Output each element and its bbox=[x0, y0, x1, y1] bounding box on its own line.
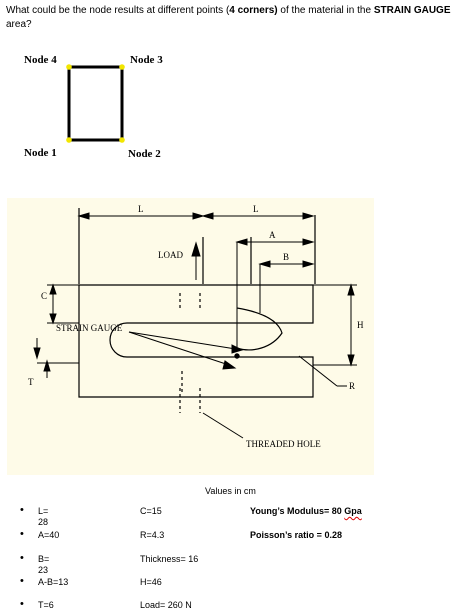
value-B: B= 23 bbox=[20, 553, 50, 576]
node-rectangle bbox=[67, 65, 124, 142]
question-bold-corners: 4 corners) bbox=[229, 5, 278, 16]
label-R: R bbox=[349, 381, 355, 391]
node-diagram: Node 4 Node 3 Node 1 Node 2 bbox=[24, 54, 163, 160]
load-arrow-head bbox=[191, 241, 201, 257]
label-load: LOAD bbox=[158, 250, 183, 260]
value-poisson-ratio: Poisson’s ratio = 0.28 bbox=[250, 530, 342, 540]
node-3-label: Node 3 bbox=[130, 54, 163, 66]
question-middle: of the material in the bbox=[277, 5, 374, 16]
label-A: A bbox=[269, 230, 276, 240]
specimen-figure-panel: L L A B LOAD C H T R STRAIN GAUGE THREAD… bbox=[7, 198, 374, 475]
label-B: B bbox=[283, 252, 289, 262]
label-C: C bbox=[41, 291, 47, 301]
label-strain-gauge: STRAIN GAUGE bbox=[56, 323, 123, 333]
gauge-point bbox=[234, 353, 240, 359]
dim-arrow bbox=[258, 260, 271, 268]
dim-arrow bbox=[49, 283, 57, 295]
youngs-modulus-unit: Gpa bbox=[344, 506, 362, 516]
dim-arrow bbox=[49, 313, 57, 325]
dim-arrow bbox=[302, 212, 315, 220]
dim-arrow bbox=[33, 347, 41, 360]
dim-arrow bbox=[302, 238, 315, 246]
node-2-label: Node 2 bbox=[128, 148, 161, 160]
node-3-marker bbox=[119, 64, 125, 70]
hole-centerlines bbox=[179, 293, 201, 413]
node-1-label: Node 1 bbox=[24, 147, 57, 159]
dim-arrow bbox=[43, 359, 51, 372]
question-suffix: area? bbox=[6, 19, 32, 30]
youngs-modulus-text: Young’s Modulus= 80 bbox=[250, 506, 345, 516]
label-threaded-hole: THREADED HOLE bbox=[246, 439, 321, 449]
value-L: L= 28 bbox=[20, 505, 49, 528]
dim-arrow bbox=[347, 283, 355, 296]
dim-arrow bbox=[235, 238, 248, 246]
question-bold-strain-gauge: STRAIN GAUGE bbox=[373, 5, 451, 16]
node-4-label: Node 4 bbox=[24, 54, 57, 66]
dim-arrow bbox=[222, 360, 237, 370]
label-L-left: L bbox=[138, 204, 144, 214]
value-A-minus-B: A-B=13 bbox=[20, 576, 68, 588]
value-C: C=15 bbox=[140, 506, 162, 516]
dim-arrow bbox=[77, 212, 90, 220]
node-1-marker bbox=[66, 137, 72, 143]
strain-gauge-loop bbox=[236, 307, 283, 351]
extension-lines bbox=[202, 215, 316, 284]
dim-arrow bbox=[192, 212, 205, 220]
node-4-marker bbox=[66, 64, 72, 70]
dim-arrow bbox=[347, 354, 355, 367]
label-T: T bbox=[28, 377, 34, 387]
value-youngs-modulus: Young’s Modulus= 80 Gpa bbox=[250, 506, 362, 517]
threaded-hole-leader bbox=[202, 412, 244, 439]
value-load: Load= 260 N bbox=[140, 600, 192, 610]
label-H: H bbox=[357, 320, 364, 330]
question-text: What could be the node results at differ… bbox=[6, 4, 461, 32]
value-T: T=6 bbox=[20, 599, 54, 611]
value-R: R=4.3 bbox=[140, 530, 165, 540]
dim-arrow bbox=[201, 212, 214, 220]
strain-gauge-leader-1 bbox=[128, 331, 243, 351]
node-2-marker bbox=[119, 137, 125, 143]
dim-arrow bbox=[231, 344, 244, 354]
label-L-right: L bbox=[253, 204, 259, 214]
R-leader bbox=[298, 355, 338, 387]
value-thickness: Thickness= 16 bbox=[140, 554, 199, 564]
specimen-outline bbox=[78, 284, 314, 398]
question-prefix: What could be the node results at differ… bbox=[6, 5, 230, 16]
value-H: H=46 bbox=[140, 577, 162, 587]
value-A: A=40 bbox=[20, 529, 60, 541]
specimen-drawing: L L A B LOAD C H T R STRAIN GAUGE THREAD… bbox=[28, 204, 364, 449]
strain-gauge-leader-2 bbox=[128, 331, 233, 367]
units-note: Values in cm bbox=[205, 486, 256, 496]
dim-arrow bbox=[302, 260, 315, 268]
